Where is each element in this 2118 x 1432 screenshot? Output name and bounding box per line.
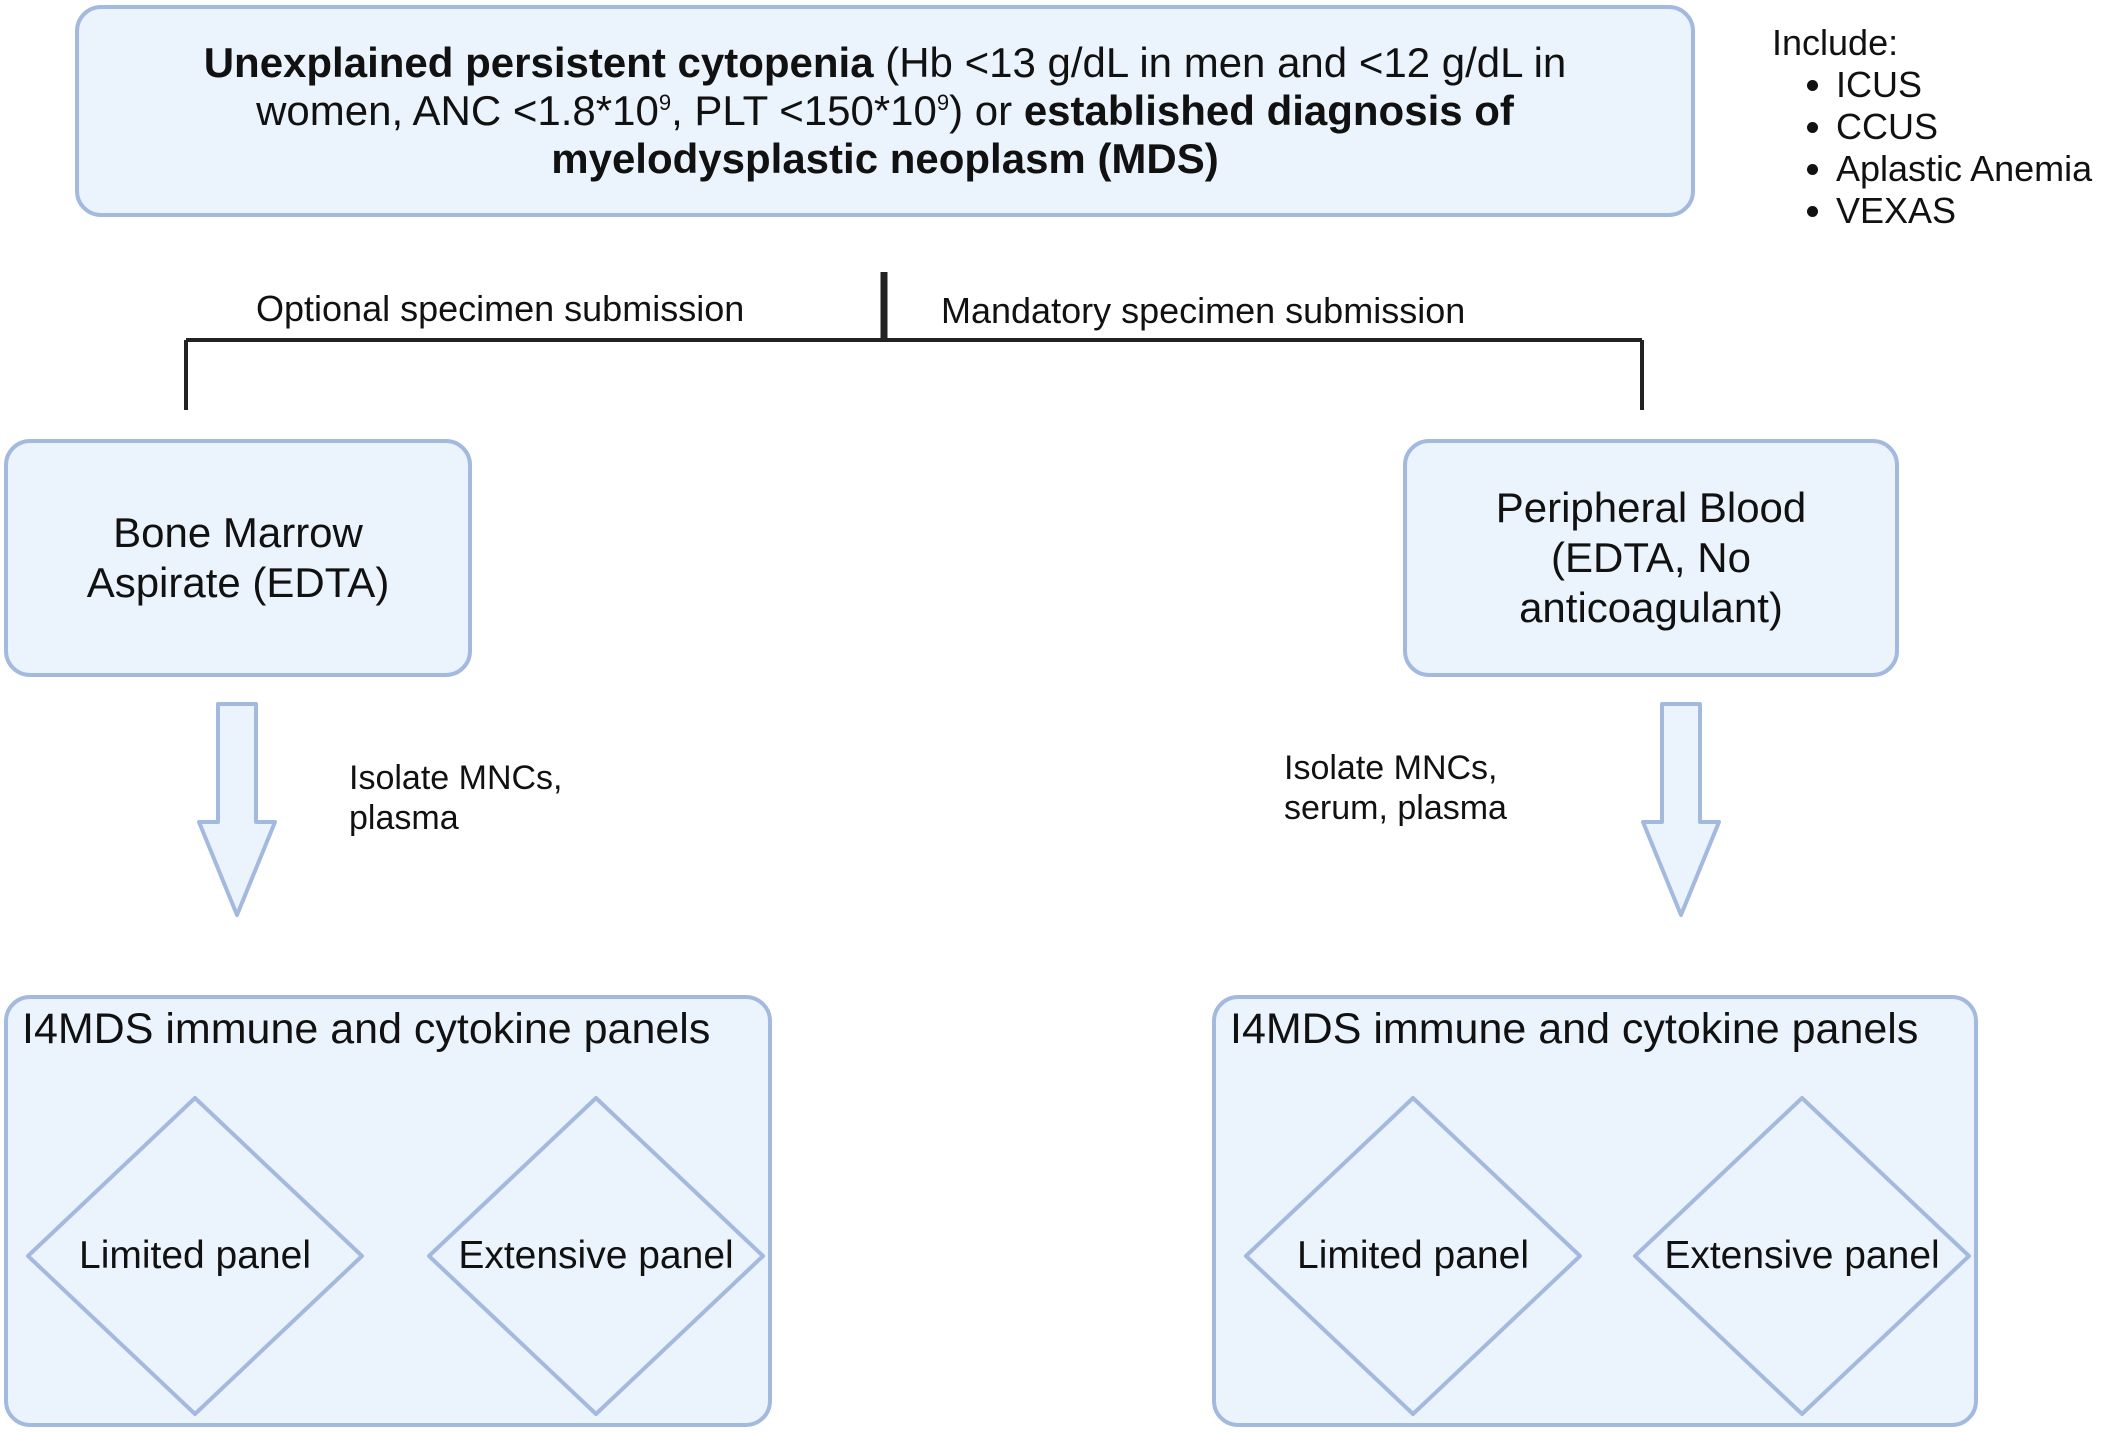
include-item: Aplastic Anemia	[1836, 148, 2092, 190]
right-panels-title: I4MDS immune and cytokine panels	[1230, 1005, 1919, 1053]
bone-marrow-box: Bone Marrow Aspirate (EDTA)	[4, 439, 472, 677]
right-extensive-diamond	[1633, 1096, 1971, 1416]
mandatory-submission-label: Mandatory specimen submission	[941, 290, 1466, 331]
left-down-arrow	[197, 702, 277, 917]
right-limited-panel-label: Limited panel	[1297, 1234, 1529, 1277]
include-heading: Include:	[1772, 22, 1899, 63]
top-criteria-text: Unexplained persistent cytopenia (Hb <13…	[203, 39, 1567, 182]
left-panels-content: I4MDS immune and cytokine panels	[4, 995, 772, 1427]
peripheral-blood-box: Peripheral Blood (EDTA, No anticoagulant…	[1403, 439, 1899, 677]
left-panels-title: I4MDS immune and cytokine panels	[22, 1005, 711, 1053]
bone-marrow-line2: Aspirate (EDTA)	[86, 559, 390, 606]
bone-marrow-line1: Bone Marrow	[113, 509, 363, 556]
right-panels-content: I4MDS immune and cytokine panels	[1212, 995, 1978, 1427]
include-item: CCUS	[1836, 106, 2092, 148]
right-down-arrow	[1641, 702, 1721, 917]
peripheral-blood-line3: anticoagulant)	[1519, 584, 1783, 631]
include-list: Include: ICUS CCUS Aplastic Anemia VEXAS	[1772, 22, 2092, 232]
include-item: VEXAS	[1836, 190, 2092, 232]
left-limited-panel-label: Limited panel	[79, 1234, 311, 1277]
right-isolate-label: Isolate MNCs, serum, plasma	[1284, 749, 1507, 827]
top-criteria-box: Unexplained persistent cytopenia (Hb <13…	[75, 5, 1695, 217]
right-extensive-panel-label: Extensive panel	[1664, 1234, 1940, 1277]
optional-submission-label: Optional specimen submission	[256, 288, 745, 329]
peripheral-blood-line2: (EDTA, No	[1551, 534, 1751, 581]
left-extensive-panel-label: Extensive panel	[458, 1234, 734, 1277]
left-isolate-label: Isolate MNCs, plasma	[349, 759, 563, 837]
left-limited-diamond	[26, 1096, 364, 1416]
left-extensive-diamond	[427, 1096, 765, 1416]
right-limited-diamond	[1244, 1096, 1582, 1416]
include-item: ICUS	[1836, 64, 2092, 106]
peripheral-blood-line1: Peripheral Blood	[1495, 484, 1807, 531]
